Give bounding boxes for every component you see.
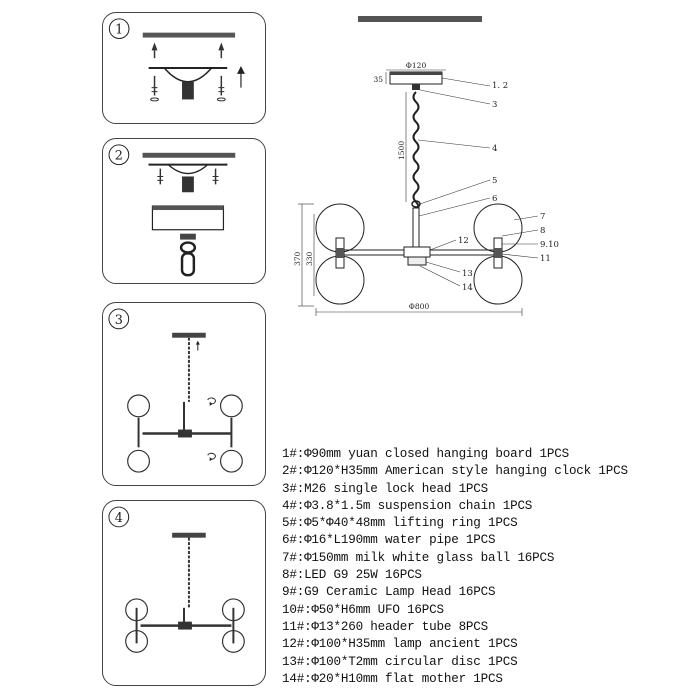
- step-1-illustration: 1: [108, 18, 245, 102]
- anchor-screw-icon: [216, 75, 226, 102]
- rotate-arrow-icon: [207, 397, 216, 406]
- parts-list-item: 8#:LED G9 25W 16PCS: [282, 568, 422, 583]
- step-3-illustration: 3: [108, 308, 243, 473]
- threaded-rod: [182, 176, 194, 193]
- callout-5: 5: [492, 176, 497, 186]
- callout-12: 12: [458, 236, 469, 246]
- step-number-circle: [108, 308, 130, 330]
- parts-list-item: 10#:Φ50*H6mm UFO 16PCS: [282, 602, 444, 617]
- callout-6: 6: [492, 194, 497, 204]
- screw-icon: [218, 42, 225, 59]
- glass-ball: [127, 394, 151, 418]
- canopy-rim: [390, 72, 442, 75]
- arm-height-label: 330: [305, 251, 314, 266]
- parts-list-item: 13#:Φ100*T2mm circular disc 1PCS: [282, 654, 518, 669]
- lamp-socket: [494, 248, 502, 258]
- callout-7: 7: [540, 212, 545, 222]
- ceiling-hatch: [142, 32, 236, 38]
- threaded-rod: [182, 81, 194, 100]
- canopy: [172, 532, 206, 538]
- overall-width-label: Φ800: [409, 302, 430, 311]
- screw-icon: [151, 42, 158, 59]
- glass-ball: [219, 449, 243, 473]
- callout-13: 13: [462, 269, 473, 279]
- step-4-illustration: 4: [108, 506, 245, 653]
- parts-list-item: 7#:Φ150mm milk white glass ball 16PCS: [282, 550, 555, 565]
- suspension-chain: [412, 91, 420, 213]
- step-number-circle: [108, 506, 130, 528]
- callout-9-10: 9.10: [540, 240, 559, 250]
- chain-link: [180, 252, 196, 277]
- glass-ball: [221, 629, 245, 653]
- overall-height-label: 370: [293, 251, 302, 266]
- hanging-bracket: [167, 164, 209, 175]
- step-2-panel: 2: [102, 138, 266, 284]
- lamp-socket: [336, 248, 344, 258]
- parts-list-item: 2#:Φ120*H35mm American style hanging clo…: [282, 464, 628, 479]
- step-3-number: 3: [115, 313, 123, 328]
- step-1-panel: 1: [102, 12, 266, 124]
- step-2-illustration: 2: [108, 144, 236, 277]
- parts-list-item: 9#:G9 Ceramic Lamp Head 16PCS: [282, 585, 496, 600]
- parts-list-item: 12#:Φ100*H35mm lamp ancient 1PCS: [282, 637, 518, 652]
- lock-head: [180, 233, 196, 240]
- step-2-number: 2: [115, 149, 123, 164]
- callout-11: 11: [540, 254, 551, 264]
- callout-3: 3: [492, 100, 497, 110]
- canopy-height-label: 35: [373, 75, 383, 84]
- glass-ball: [125, 629, 149, 653]
- step-number-circle: [108, 18, 130, 40]
- fixture-dimension-drawing: Φ120 35 1500 370 330 Φ800: [293, 16, 559, 316]
- ceiling-hatch: [358, 16, 482, 22]
- circular-disc: [407, 256, 427, 266]
- glass-ball: [125, 598, 149, 622]
- center-body: [178, 429, 192, 438]
- ceiling-hatch: [142, 152, 236, 158]
- chain-length-label: 1500: [397, 141, 406, 160]
- rotate-arrow-icon: [207, 452, 216, 462]
- parts-list-item: 4#:Φ3.8*1.5m suspension chain 1PCS: [282, 498, 533, 513]
- parts-list-item: 1#:Φ90mm yuan closed hanging board 1PCS: [282, 447, 569, 461]
- arrow-up-icon: [195, 340, 200, 351]
- lifting-ring: [179, 241, 197, 254]
- arrow-up-icon: [237, 66, 245, 88]
- screw-icon: [157, 168, 164, 185]
- center-body: [403, 246, 431, 258]
- step-4-number: 4: [115, 511, 123, 526]
- lock-head: [412, 84, 420, 90]
- parts-list-item: 5#:Φ5*Φ40*48mm lifting ring 1PCS: [282, 516, 518, 531]
- callout-4: 4: [492, 144, 497, 154]
- callout-8: 8: [540, 226, 545, 236]
- step-3-panel: 3: [102, 302, 266, 486]
- canopy: [172, 332, 206, 338]
- parts-list-item: 11#:Φ13*260 header tube 8PCS: [282, 619, 489, 634]
- canopy-diameter-label: Φ120: [406, 61, 427, 70]
- glass-ball: [221, 598, 245, 622]
- glass-ball: [127, 449, 151, 473]
- glass-ball: [219, 394, 243, 418]
- callout-14: 14: [462, 283, 473, 293]
- step-number-circle: [108, 144, 130, 166]
- water-pipe: [412, 207, 420, 251]
- center-body: [178, 621, 192, 630]
- canopy-rim: [152, 206, 224, 211]
- anchor-screw-icon: [150, 75, 159, 102]
- parts-list-item: 14#:Φ20*H10mm flat mother 1PCS: [282, 671, 503, 686]
- step-4-panel: 4: [102, 500, 266, 686]
- parts-list: 1#:Φ90mm yuan closed hanging board 1PCS …: [282, 446, 628, 688]
- step-1-number: 1: [115, 23, 123, 38]
- callout-leaders: [417, 77, 539, 287]
- screw-icon: [212, 168, 219, 185]
- parts-list-item: 6#:Φ16*L190mm water pipe 1PCS: [282, 533, 496, 548]
- parts-list-item: 3#:M26 single lock head 1PCS: [282, 481, 489, 496]
- callout-1-2: 1. 2: [492, 81, 508, 91]
- hanging-bracket: [163, 67, 213, 83]
